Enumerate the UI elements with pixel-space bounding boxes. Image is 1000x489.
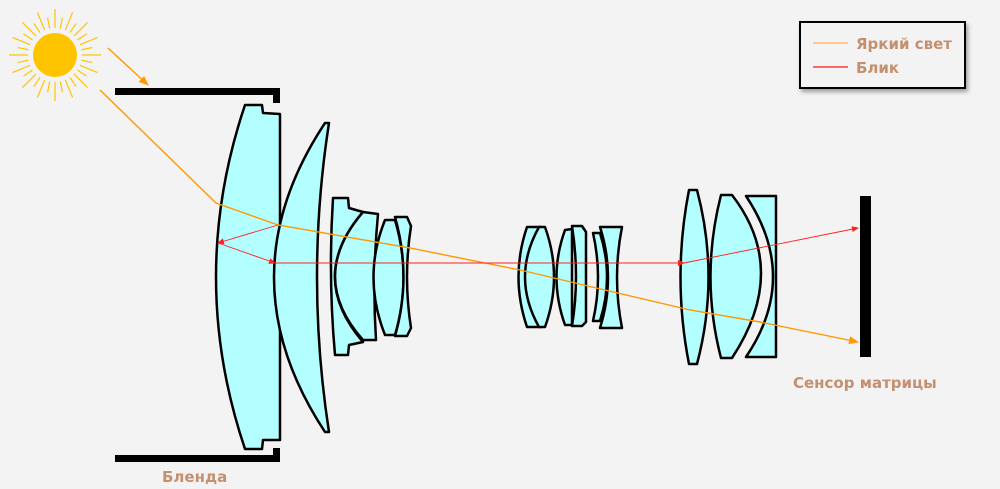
- lens-element-1: [214, 103, 282, 451]
- lens-element-14: [709, 193, 763, 360]
- sun-ray: [69, 77, 77, 87]
- hood-label: Бленда: [162, 468, 227, 486]
- lens-element-9: [555, 227, 574, 327]
- sun-ray: [17, 46, 29, 51]
- sun-ray: [36, 79, 46, 98]
- sun-ray: [73, 73, 88, 88]
- sun-icon: [9, 9, 101, 101]
- sun-ray: [64, 79, 74, 98]
- sun-ray: [23, 33, 33, 41]
- sun-ray: [36, 12, 46, 31]
- sun-ray: [77, 33, 87, 41]
- lens-hood: [115, 88, 280, 462]
- lens-elements: [214, 103, 778, 451]
- lens-element-2: [272, 121, 331, 434]
- lens-element-10: [570, 224, 588, 328]
- sun-ray: [77, 69, 87, 77]
- legend-label-flare: Блик: [856, 59, 899, 77]
- sun-ray: [64, 12, 74, 31]
- sun-ray: [73, 22, 88, 37]
- legend: Яркий свет Блик: [799, 21, 966, 89]
- sun-ray: [81, 59, 93, 64]
- legend-label-bright-light: Яркий свет: [856, 35, 952, 53]
- lens-element-15: [744, 194, 778, 359]
- lens-element-6: [393, 215, 413, 338]
- sensor: [860, 196, 871, 357]
- sun-ray: [81, 46, 93, 51]
- sun-ray: [33, 77, 41, 87]
- sun-ray: [22, 73, 37, 88]
- sun-ray: [46, 81, 51, 93]
- flare-ray: [217, 224, 859, 266]
- sun-ray: [33, 23, 41, 33]
- sun-ray: [79, 36, 98, 46]
- lens-element-13: [679, 188, 710, 366]
- sun-ray: [12, 64, 31, 74]
- lens-element-8: [523, 225, 556, 329]
- sun-ray: [23, 69, 33, 77]
- sun-ray: [12, 36, 31, 46]
- sun-ray: [79, 64, 98, 74]
- sun-ray: [46, 17, 51, 29]
- sun-ray: [59, 17, 64, 29]
- sensor-label: Сенсор матрицы: [793, 374, 937, 392]
- bright-light-ray: [99, 47, 859, 345]
- sun-ray: [59, 81, 64, 93]
- sun-ray: [17, 59, 29, 64]
- sun-ray: [22, 22, 37, 37]
- lens-element-12: [598, 225, 624, 330]
- lens-element-11: [591, 231, 609, 323]
- sun-ray: [69, 23, 77, 33]
